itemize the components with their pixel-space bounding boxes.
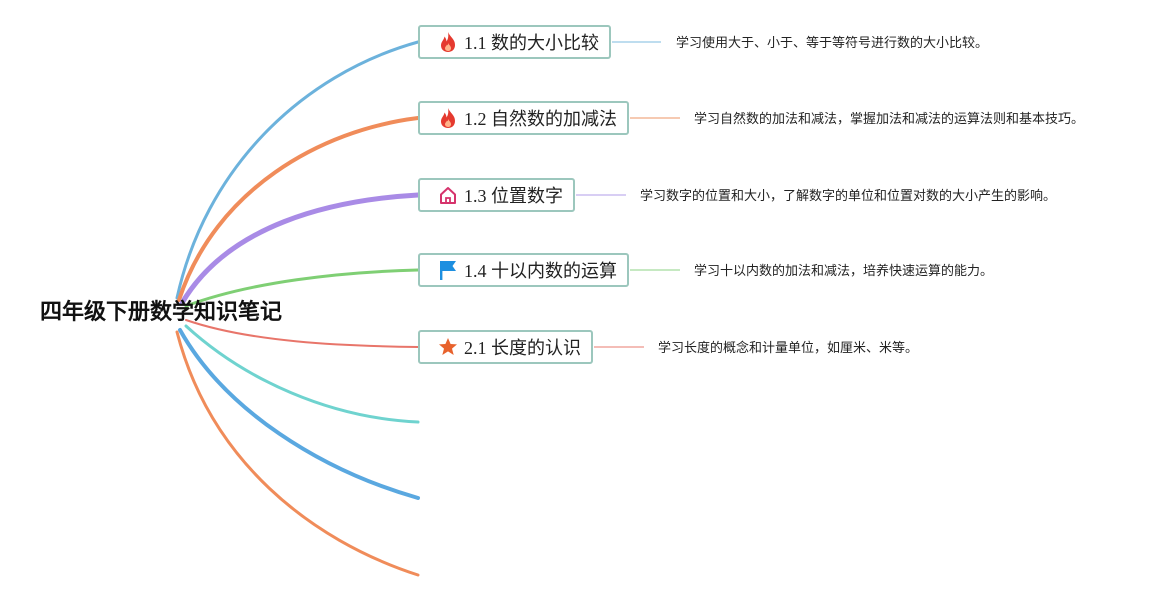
topic-label: 1.3 位置数字	[464, 186, 563, 206]
topic-node-1-1[interactable]: 1.1 数的大小比较	[418, 25, 611, 59]
home-icon	[436, 183, 460, 207]
branch-line	[184, 268, 420, 308]
topic-node-1-3[interactable]: 1.3 位置数字	[418, 178, 575, 212]
topic-label: 1.2 自然数的加减法	[464, 109, 617, 129]
topic-node-1-4[interactable]: 1.4 十以内数的运算	[418, 253, 629, 287]
branch-line	[184, 324, 420, 424]
branch-line	[185, 319, 419, 348]
topic-node-2-1[interactable]: 2.1 长度的认识	[418, 330, 593, 364]
topic-description-1-2[interactable]: 学习自然数的加法和减法，掌握加法和减法的运算法则和基本技巧。	[694, 112, 1085, 127]
branch-lines	[175, 40, 421, 577]
star-icon	[436, 335, 460, 359]
fire-icon	[436, 106, 460, 130]
topic-description-1-1[interactable]: 学习使用大于、小于、等于等符号进行数的大小比较。	[676, 36, 989, 51]
fire-icon	[436, 30, 460, 54]
branch-line	[175, 330, 420, 577]
topic-label: 1.1 数的大小比较	[464, 33, 599, 53]
topic-description-1-3[interactable]: 学习数字的位置和大小，了解数字的单位和位置对数的大小产生的影响。	[640, 189, 1057, 204]
branch-line	[175, 40, 420, 300]
topic-node-1-2[interactable]: 1.2 自然数的加减法	[418, 101, 629, 135]
root-topic-title[interactable]: 四年级下册数学知识笔记	[40, 300, 283, 325]
branch-line	[178, 328, 420, 500]
topic-label: 1.4 十以内数的运算	[464, 261, 617, 281]
flag-icon	[436, 258, 460, 282]
branch-line	[179, 192, 421, 306]
topic-label: 2.1 长度的认识	[464, 338, 581, 358]
branch-line	[177, 116, 420, 302]
topic-description-2-1[interactable]: 学习长度的概念和计量单位，如厘米、米等。	[658, 341, 919, 356]
topic-description-1-4[interactable]: 学习十以内数的加法和减法，培养快速运算的能力。	[694, 264, 994, 279]
connector-lines	[576, 41, 680, 348]
